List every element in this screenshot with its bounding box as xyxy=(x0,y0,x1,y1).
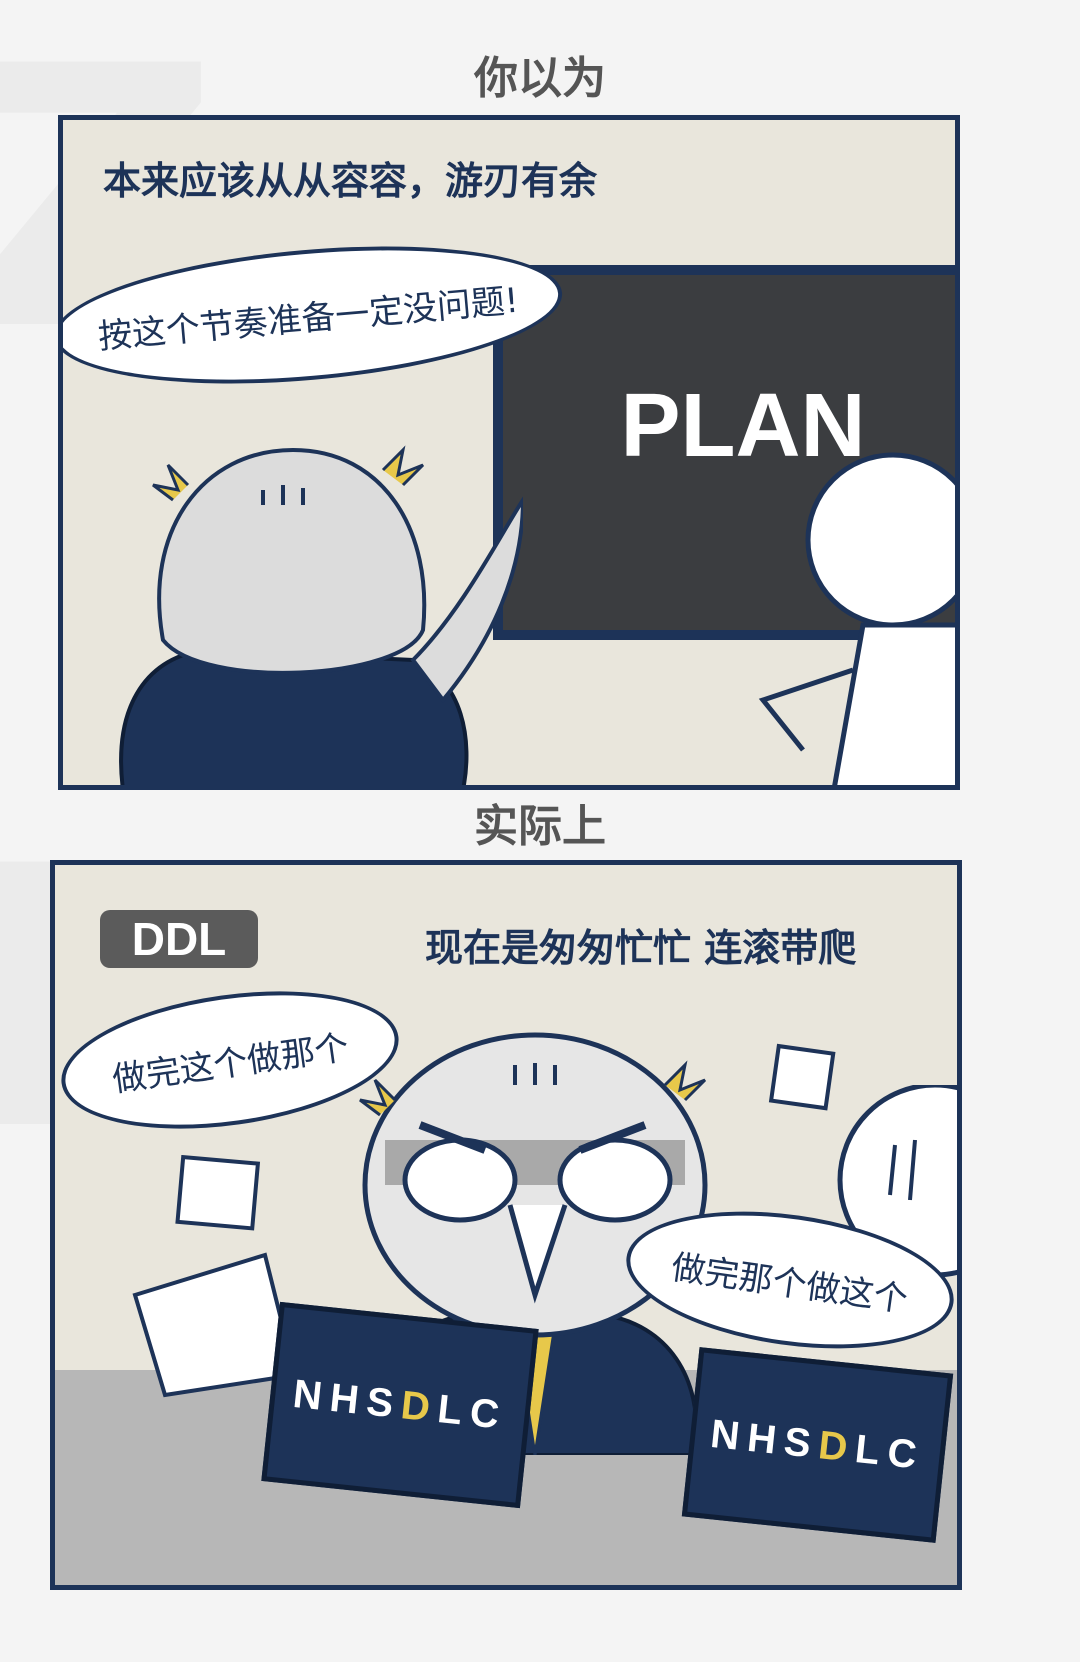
laptop-logo-text: LC xyxy=(435,1386,510,1438)
stick-figure xyxy=(758,452,955,785)
plan-text: PLAN xyxy=(620,376,866,476)
ddl-tag: DDL xyxy=(100,910,258,968)
flying-paper xyxy=(768,1043,836,1111)
comic-panel-expectation: 本来应该从从容容，游刃有余 PLAN 按这个节奏准备一定没问题! xyxy=(58,115,960,790)
speech-bubble: 按这个节奏准备一定没问题! xyxy=(63,228,568,402)
panel-caption: 本来应该从从容容，游刃有余 xyxy=(103,159,598,203)
owl-character xyxy=(119,445,523,785)
laptop-logo-highlight: D xyxy=(398,1382,441,1431)
laptop-logo-text: NHS xyxy=(708,1411,821,1467)
laptop-logo-text: NHS xyxy=(290,1371,404,1427)
top-heading: 你以为 xyxy=(474,53,606,104)
laptop-logo-text: LC xyxy=(853,1426,927,1478)
panel-caption: 现在是匆匆忙忙 连滚带爬 xyxy=(425,926,857,970)
laptop-logo-highlight: D xyxy=(816,1422,858,1471)
flying-paper xyxy=(175,1155,261,1231)
bottom-heading: 实际上 xyxy=(474,801,606,852)
